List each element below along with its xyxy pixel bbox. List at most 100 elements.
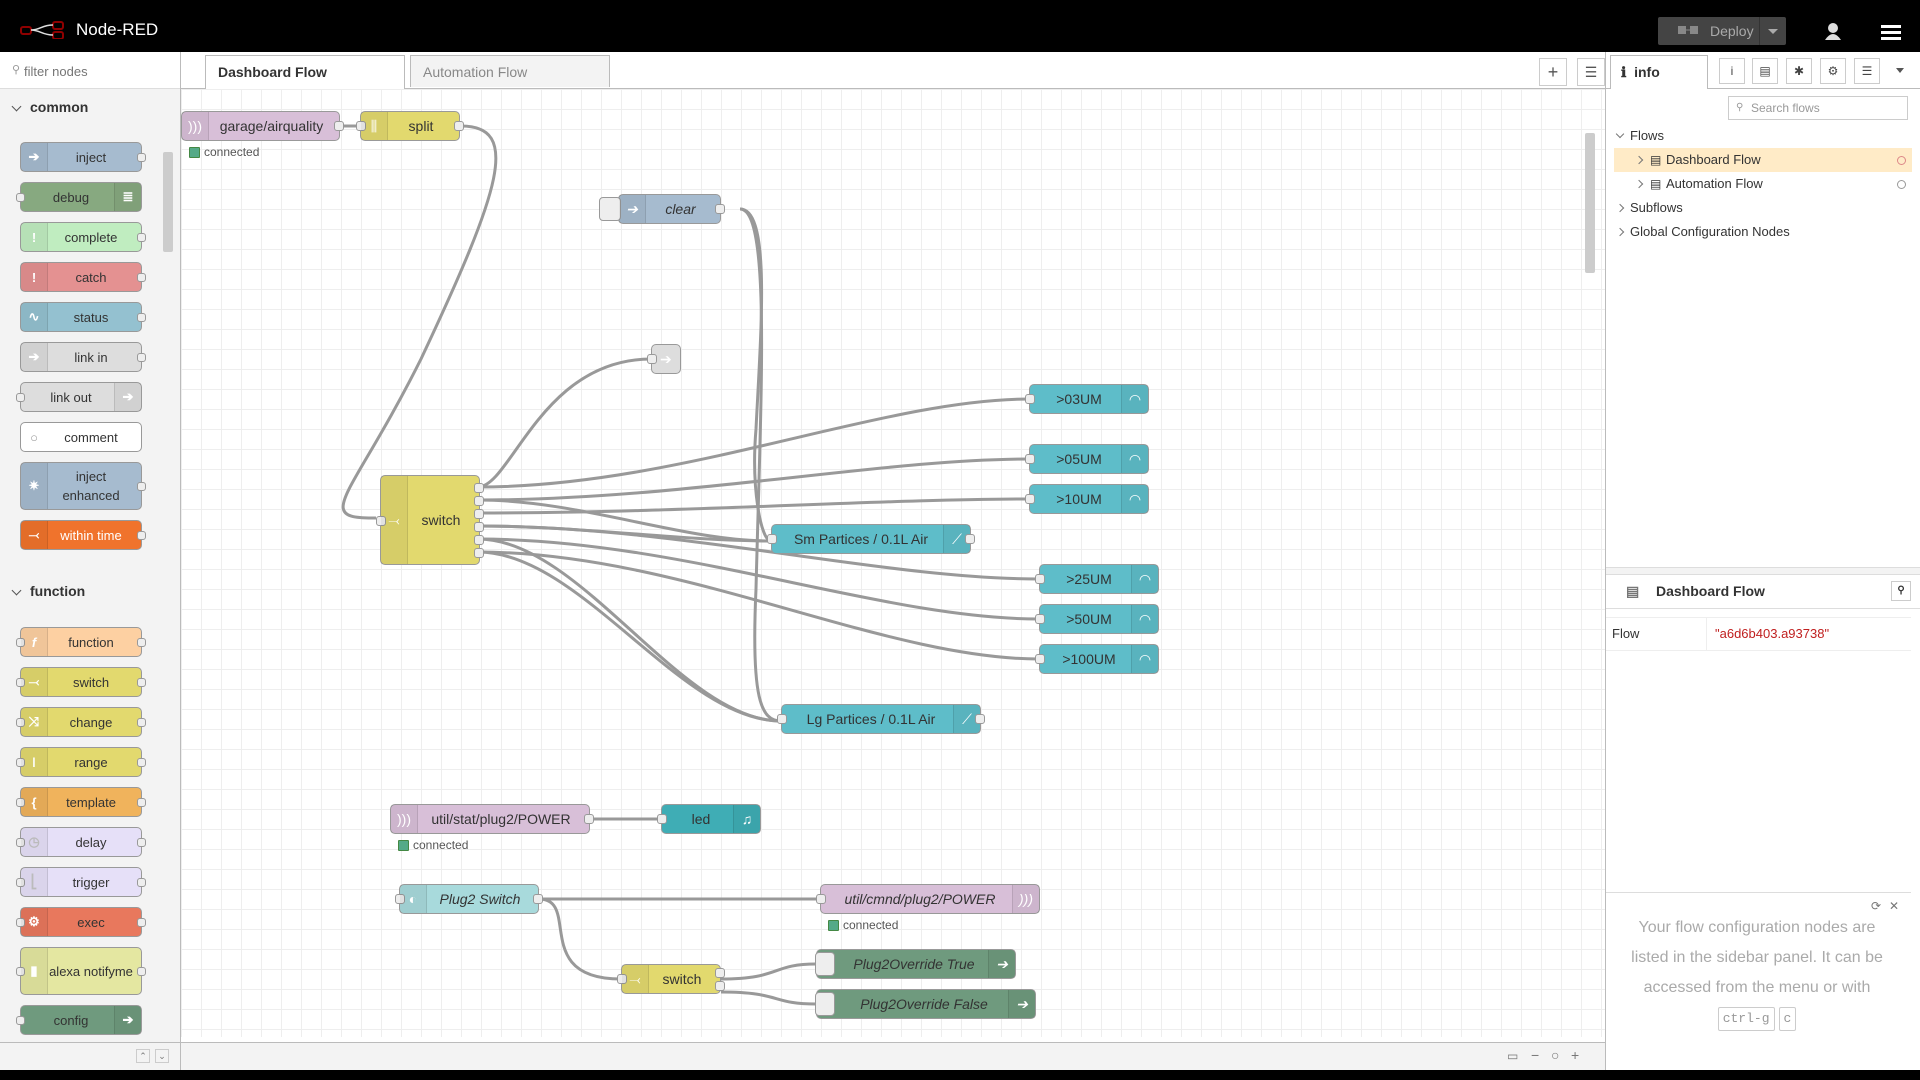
gauge-50um[interactable]: >50UM◠	[1035, 604, 1159, 634]
flow-status-icon	[1897, 180, 1906, 189]
palette-node-exec[interactable]: ⚙exec	[16, 907, 146, 937]
sidebar-splitter[interactable]	[1606, 567, 1920, 575]
tree-subflows[interactable]: Subflows	[1614, 196, 1912, 220]
palette-scrollbar[interactable]	[163, 152, 173, 252]
led-node[interactable]: led♫	[657, 804, 761, 834]
main-area: ⚲ common ➔inject debug≣ !complete !catch…	[0, 52, 1920, 1071]
link-out-node[interactable]: ➔	[647, 344, 681, 374]
within-time-icon: ⤙	[21, 521, 48, 549]
switch-main-node[interactable]: ⤙ switch	[376, 475, 484, 565]
canvas-vertical-scrollbar[interactable]	[1585, 133, 1595, 273]
deploy-dropdown-icon[interactable]	[1759, 17, 1786, 45]
collapse-all-icon[interactable]: ⌃	[136, 1049, 150, 1063]
add-flow-icon[interactable]: +	[1539, 58, 1567, 86]
palette-node-alexa-notifyme[interactable]: ▮alexa notifyme	[16, 947, 146, 995]
menu-icon[interactable]	[1876, 18, 1906, 46]
tree-flows[interactable]: Flows	[1614, 124, 1912, 148]
gauge-05um[interactable]: >05UM◠	[1025, 444, 1149, 474]
palette-node-change[interactable]: ⤨change	[16, 707, 146, 737]
tab-dashboard-flow[interactable]: Dashboard Flow	[205, 55, 405, 89]
plug2-switch-node[interactable]: ◐Plug2 Switch	[395, 884, 543, 914]
config-gear-icon[interactable]: ⚙	[1820, 58, 1846, 84]
zoom-reset-icon[interactable]: ○	[1551, 1047, 1560, 1063]
palette-node-switch[interactable]: ⤙switch	[16, 667, 146, 697]
debug-bug-icon[interactable]: ✱	[1786, 58, 1812, 84]
gauge-100um[interactable]: >100UM◠	[1035, 644, 1159, 674]
config-icon: ➔	[114, 1006, 141, 1034]
deploy-icon	[1678, 26, 1698, 34]
status-plug2-power: connected	[398, 838, 468, 852]
clear-inject-node[interactable]: ➔clear	[599, 194, 725, 224]
palette-node-template[interactable]: {template	[16, 787, 146, 817]
context-data-icon[interactable]: ☰	[1854, 58, 1880, 84]
inject-trigger-button[interactable]	[815, 992, 835, 1016]
navigator-icon[interactable]: ▭	[1507, 1049, 1519, 1063]
palette-search: ⚲	[0, 52, 180, 89]
category-common[interactable]: common	[0, 90, 180, 124]
filter-nodes-input[interactable]	[8, 60, 176, 82]
user-icon[interactable]	[1818, 18, 1848, 46]
palette-node-complete[interactable]: !complete	[20, 222, 146, 252]
inject-trigger-button[interactable]	[599, 197, 621, 221]
mqtt-in-icon: )))	[182, 112, 209, 140]
palette-node-config[interactable]: config➔	[16, 1005, 142, 1035]
palette-node-debug[interactable]: debug≣	[16, 182, 142, 212]
switch-plug2-node[interactable]: ⤙switch	[617, 964, 725, 994]
palette-node-trigger[interactable]: ⎣trigger	[16, 867, 146, 897]
palette-node-comment[interactable]: ○comment	[20, 422, 142, 452]
tip-text: Your flow configuration nodes are listed…	[1622, 913, 1892, 1033]
deploy-button[interactable]: Deploy	[1658, 17, 1786, 45]
plug2-override-false[interactable]: Plug2Override False➔	[815, 989, 1036, 1019]
list-flows-icon[interactable]: ☰	[1577, 58, 1605, 86]
inject-trigger-button[interactable]	[815, 952, 835, 976]
mqtt-in-plug2-power[interactable]: )))util/stat/plug2/POWER	[390, 804, 594, 834]
palette-node-link-in[interactable]: ➔link in	[20, 342, 146, 372]
gauge-03um[interactable]: >03UM◠	[1025, 384, 1149, 414]
zoom-out-icon[interactable]: −	[1531, 1047, 1540, 1063]
palette-node-delay[interactable]: ◷delay	[16, 827, 146, 857]
template-icon: {	[21, 788, 48, 816]
mqtt-out-plug2-power[interactable]: util/cmnd/plug2/POWER)))	[816, 884, 1040, 914]
exec-icon: ⚙	[21, 908, 48, 936]
wires	[340, 124, 1040, 1006]
status-icon: ∿	[21, 303, 48, 331]
flow-id-row: Flow "a6d6b403.a93738"	[1606, 617, 1911, 651]
palette-node-inject[interactable]: ➔inject	[20, 142, 146, 172]
refresh-icon[interactable]: ⟳	[1870, 899, 1881, 913]
plug2-override-true[interactable]: Plug2Override True➔	[815, 949, 1016, 979]
workspace: Dashboard Flow Automation Flow + ☰	[181, 52, 1605, 1071]
tree-dashboard-flow[interactable]: ▤Dashboard Flow	[1614, 148, 1912, 172]
palette-footer: ⌃ ⌄	[0, 1042, 181, 1071]
palette-node-status[interactable]: ∿status	[20, 302, 146, 332]
split-node[interactable]: ⫼split	[356, 111, 464, 141]
inject-icon: ➔	[619, 195, 646, 223]
chart-lg-particles[interactable]: Lg Partices / 0.1L Air⟋	[777, 704, 985, 734]
tab-info[interactable]: ℹ info	[1610, 55, 1708, 89]
flow-id-value: "a6d6b403.a93738"	[1706, 618, 1915, 650]
tab-automation-flow[interactable]: Automation Flow	[410, 55, 610, 87]
palette-node-inject-enhanced[interactable]: ✷inject enhanced	[20, 462, 146, 510]
gauge-10um[interactable]: >10UM◠	[1025, 484, 1149, 514]
tree-global-config[interactable]: Global Configuration Nodes	[1614, 220, 1912, 244]
expand-all-icon[interactable]: ⌄	[155, 1049, 169, 1063]
palette-node-catch[interactable]: !catch	[20, 262, 146, 292]
category-function[interactable]: function	[0, 574, 180, 608]
info-tab-icon[interactable]: i	[1719, 58, 1745, 84]
search-flows-input[interactable]: ⚲ Search flows	[1728, 96, 1908, 120]
link-out-icon: ➔	[1008, 990, 1035, 1018]
help-book-icon[interactable]: ▤	[1752, 58, 1778, 84]
flow-canvas[interactable]: )))garage/airquality connected ⫼split ➔c…	[181, 89, 1605, 1037]
palette-node-within-time[interactable]: ⤙within time	[20, 520, 146, 550]
chart-sm-particles[interactable]: Sm Partices / 0.1L Air⟋	[767, 524, 975, 554]
mqtt-in-garage-airquality[interactable]: )))garage/airquality	[181, 111, 344, 141]
zoom-in-icon[interactable]: +	[1571, 1047, 1580, 1063]
tree-automation-flow[interactable]: ▤Automation Flow	[1614, 172, 1912, 196]
sidebar-dropdown-icon[interactable]	[1896, 68, 1904, 73]
close-icon[interactable]: ✕	[1888, 899, 1899, 913]
palette-node-link-out[interactable]: link out➔	[16, 382, 142, 412]
search-icon[interactable]: ⚲	[1891, 581, 1911, 601]
gauge-25um[interactable]: >25UM◠	[1035, 564, 1159, 594]
sidebar-tabs: ℹ info i ▤ ✱ ⚙ ☰	[1606, 52, 1920, 89]
